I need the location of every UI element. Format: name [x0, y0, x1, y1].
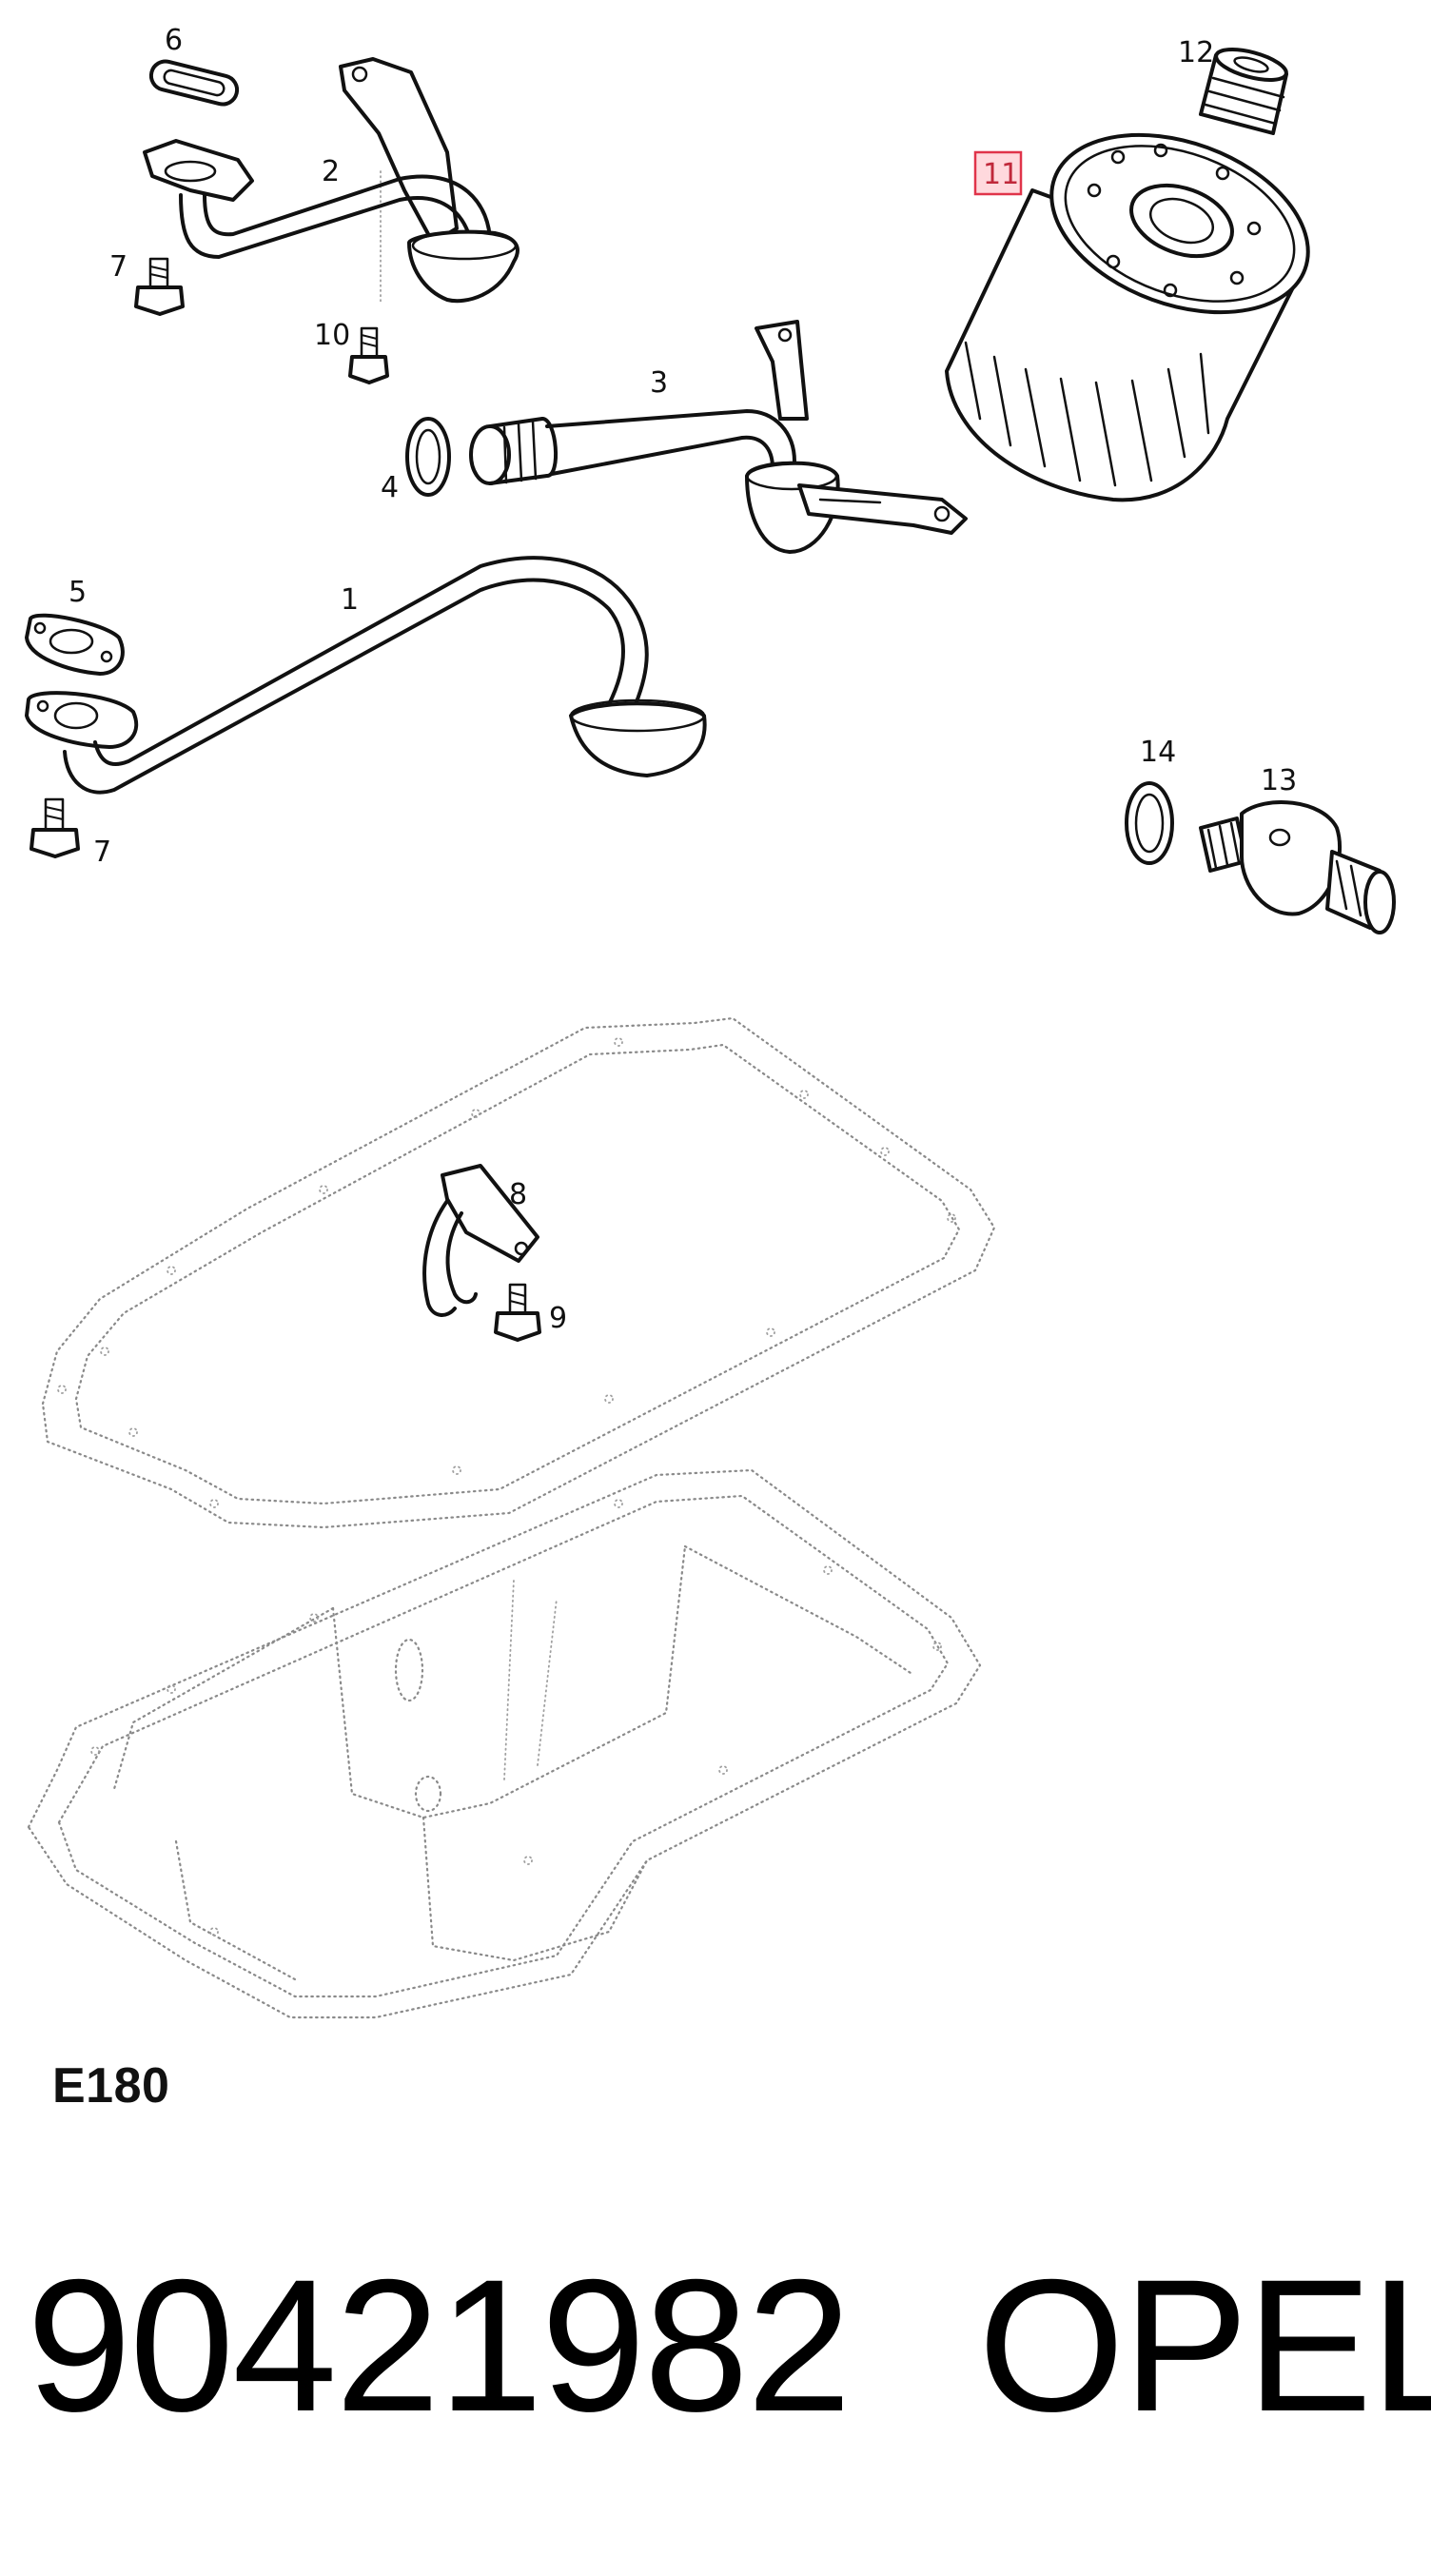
callout-7-upper: 7: [109, 250, 127, 284]
part-7-bolt-lower: [29, 797, 80, 858]
part-7-bolt-upper: [134, 257, 185, 316]
part-12-threaded-nipple: [1199, 48, 1288, 135]
callout-labels: 6 2 7 10 3 4 5 1 7 12 14 13 8 9 11: [69, 24, 1297, 1335]
callout-9: 9: [549, 1302, 567, 1335]
part-5-gasket: [25, 613, 125, 676]
brand-name: OPEL: [978, 2240, 1431, 2450]
part-4-o-ring: [405, 417, 451, 497]
callout-8: 8: [509, 1178, 527, 1211]
callout-2: 2: [322, 155, 340, 188]
callout-3: 3: [650, 366, 668, 400]
part-6-gasket: [148, 59, 240, 107]
part-2-oil-pickup-pipe: [143, 57, 519, 305]
oil-pan: [27, 1468, 982, 2019]
callout-13: 13: [1261, 764, 1297, 797]
part-10-bolt: [348, 326, 389, 384]
diagram-code: E180: [52, 2058, 170, 2114]
callout-11-highlight: 11: [973, 150, 1023, 196]
part-11-oil-filter: [945, 132, 1310, 502]
part-number: 90421982: [27, 2240, 852, 2450]
callout-12: 12: [1178, 36, 1214, 69]
callout-11: 11: [983, 158, 1019, 191]
callout-6: 6: [165, 24, 183, 57]
oil-pan-gasket: [41, 1016, 996, 1529]
part-14-o-ring: [1125, 781, 1174, 865]
callout-10: 10: [314, 319, 350, 352]
callout-14: 14: [1140, 736, 1176, 769]
part-8-retainer-clip: [422, 1164, 539, 1317]
callout-5: 5: [69, 576, 87, 609]
part-1-oil-pickup-pipe: [25, 556, 707, 795]
callout-1: 1: [341, 583, 359, 617]
part-9-bolt: [494, 1283, 541, 1342]
callout-7-lower: 7: [93, 836, 111, 869]
part-13-oil-pressure-switch: [1199, 800, 1396, 934]
part-3-oil-suction-pipe: [469, 320, 968, 554]
callout-4: 4: [381, 471, 399, 504]
